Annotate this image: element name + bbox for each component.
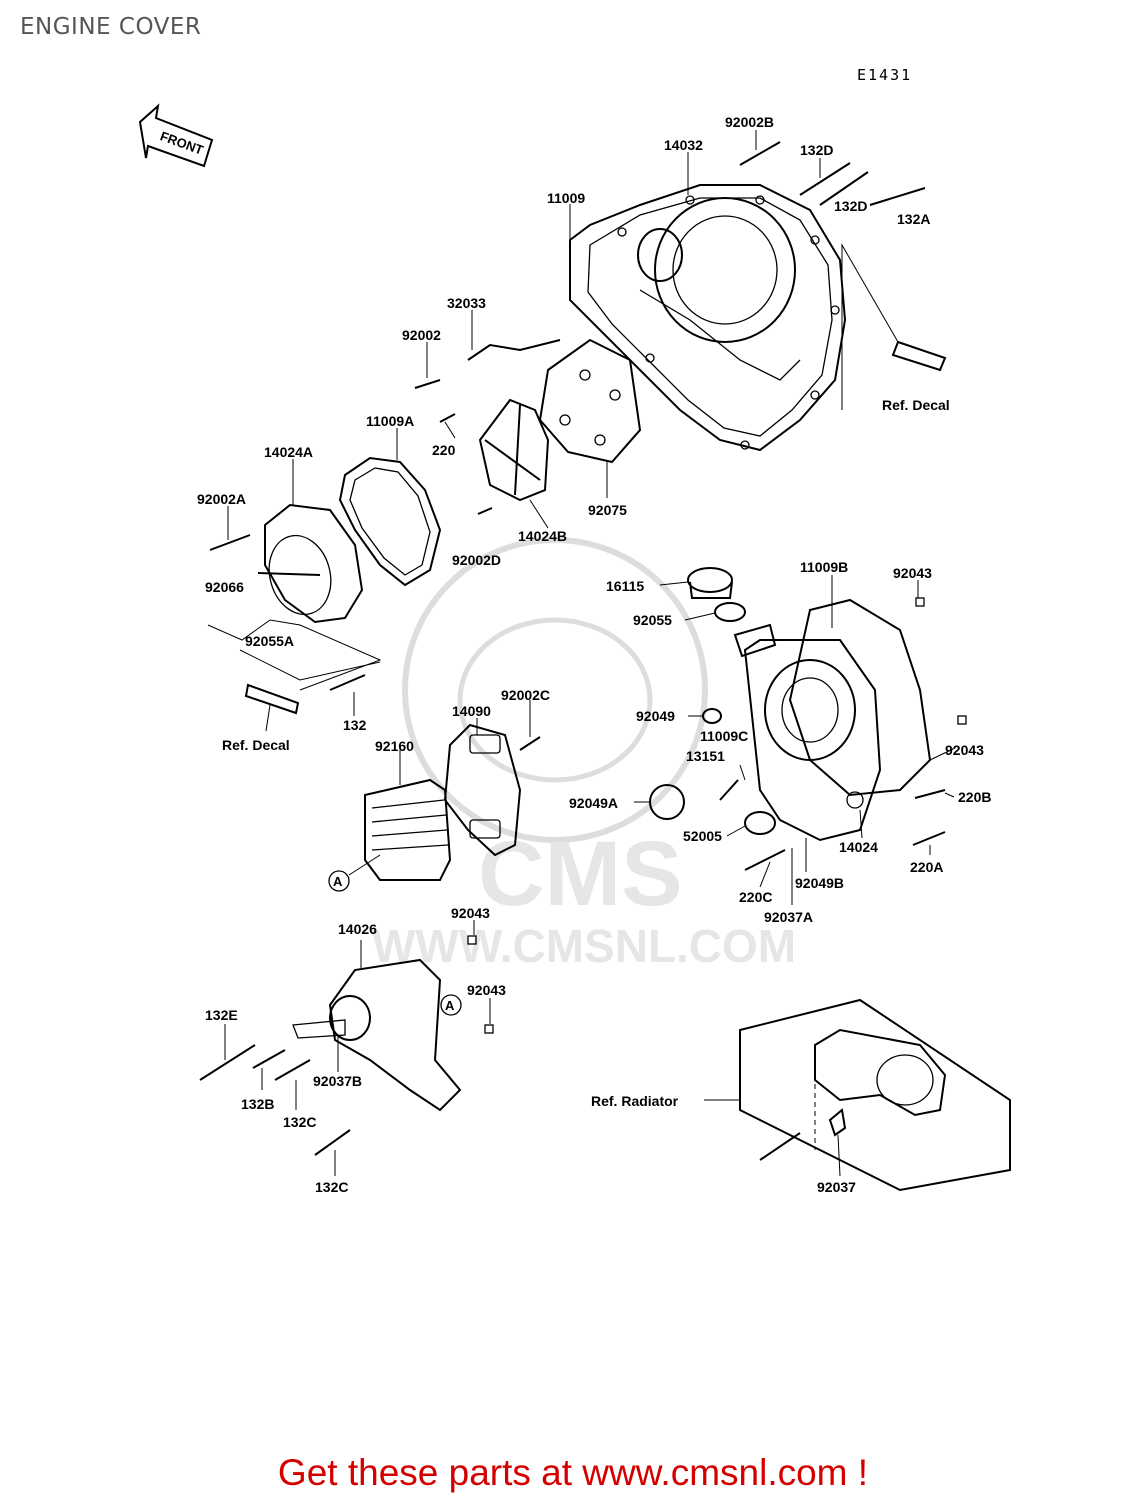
watermark: CMS WWW.CMSNL.COM bbox=[372, 537, 796, 972]
right-cover-14024 bbox=[733, 598, 932, 842]
callout-labels: 92002B 14032 132D 132D 132A 11009 32033 … bbox=[197, 114, 991, 1195]
callout-132C-b: 132C bbox=[315, 1179, 348, 1195]
callout-92043-a: 92043 bbox=[893, 565, 932, 581]
callout-92002B: 92002B bbox=[725, 114, 774, 130]
callout-32033: 32033 bbox=[447, 295, 486, 311]
watermark-url: WWW.CMSNL.COM bbox=[372, 920, 796, 972]
finned-cover-92160 bbox=[364, 778, 452, 881]
callout-ref-decal-top: Ref. Decal bbox=[882, 397, 950, 413]
callout-132E: 132E bbox=[205, 1007, 238, 1023]
seal-52005 bbox=[744, 811, 776, 835]
front-arrow: FRONT bbox=[138, 103, 214, 168]
callout-92055: 92055 bbox=[633, 612, 672, 628]
decal-top bbox=[841, 243, 947, 410]
callout-92002D: 92002D bbox=[452, 552, 501, 568]
o-ring-92055 bbox=[714, 602, 746, 622]
callout-132D-top: 132D bbox=[800, 142, 833, 158]
watermark-logo-text: CMS bbox=[478, 823, 682, 925]
diagram-code: E1431 bbox=[857, 66, 913, 84]
callout-14024B: 14024B bbox=[518, 528, 567, 544]
page-title: ENGINE COVER bbox=[20, 14, 202, 40]
callout-14032: 14032 bbox=[664, 137, 703, 153]
callout-220B: 220B bbox=[958, 789, 991, 805]
cover-14090 bbox=[443, 723, 522, 857]
callout-11009: 11009 bbox=[547, 190, 585, 206]
clutch-cover-11009 bbox=[569, 184, 847, 452]
leader-lines bbox=[207, 130, 956, 1177]
callout-11009A: 11009A bbox=[366, 413, 414, 429]
callout-132B: 132B bbox=[241, 1096, 274, 1112]
water-pump bbox=[739, 998, 1011, 1192]
callout-14026: 14026 bbox=[338, 921, 377, 937]
callout-92043-d: 92043 bbox=[467, 982, 506, 998]
callout-ref-decal-left: Ref. Decal bbox=[222, 737, 290, 753]
callout-92160: 92160 bbox=[375, 738, 414, 754]
callout-92075: 92075 bbox=[588, 502, 627, 518]
callout-11009C: 11009C bbox=[700, 728, 748, 744]
svg-text:A: A bbox=[445, 998, 455, 1013]
marker-a1: A bbox=[328, 870, 350, 892]
watermark-logo-head bbox=[402, 537, 708, 843]
oil-cap-16115 bbox=[687, 567, 733, 599]
callout-132: 132 bbox=[343, 717, 367, 733]
callout-92043-c: 92043 bbox=[451, 905, 490, 921]
callout-92055A: 92055A bbox=[245, 633, 294, 649]
wire-32033 bbox=[467, 339, 561, 361]
bolts bbox=[199, 141, 967, 1156]
decal-left bbox=[244, 683, 300, 715]
sprocket-cover-14026 bbox=[292, 958, 462, 1112]
callout-92002: 92002 bbox=[402, 327, 441, 343]
callout-92049: 92049 bbox=[636, 708, 675, 724]
callout-132A: 132A bbox=[897, 211, 930, 227]
cover-14024A bbox=[257, 503, 364, 624]
callout-92037B: 92037B bbox=[313, 1073, 362, 1089]
callout-220A: 220A bbox=[910, 859, 943, 875]
callout-92002A: 92002A bbox=[197, 491, 246, 507]
callout-92043-b: 92043 bbox=[945, 742, 984, 758]
callout-220C: 220C bbox=[739, 889, 772, 905]
svg-text:A: A bbox=[333, 874, 343, 889]
callout-14090: 14090 bbox=[452, 703, 491, 719]
callout-92037A: 92037A bbox=[764, 909, 813, 925]
callout-13151: 13151 bbox=[686, 748, 725, 764]
callout-92049B: 92049B bbox=[795, 875, 844, 891]
footer-cta-link[interactable]: Get these parts at www.cmsnl.com ! bbox=[277, 1452, 869, 1493]
callout-92049A: 92049A bbox=[569, 795, 618, 811]
cover-14024B bbox=[478, 398, 550, 502]
callout-14024A: 14024A bbox=[264, 444, 313, 460]
watermark-logo-face bbox=[457, 617, 653, 783]
callout-ref-radiator: Ref. Radiator bbox=[591, 1093, 679, 1109]
callout-14024: 14024 bbox=[839, 839, 878, 855]
marker-a2: A bbox=[440, 994, 462, 1016]
callout-132C-a: 132C bbox=[283, 1114, 316, 1130]
callout-220: 220 bbox=[432, 442, 456, 458]
callout-11009B: 11009B bbox=[800, 559, 848, 575]
callout-52005: 52005 bbox=[683, 828, 722, 844]
gasket-92075 bbox=[538, 338, 642, 464]
callout-92066: 92066 bbox=[205, 579, 244, 595]
callout-92002C: 92002C bbox=[501, 687, 550, 703]
parts-diagram: CMS WWW.CMSNL.COM FRONT bbox=[138, 103, 1011, 1195]
seal-92049 bbox=[702, 708, 722, 724]
callout-16115: 16115 bbox=[606, 578, 644, 594]
gasket-11009A bbox=[338, 456, 442, 587]
front-arrow-label: FRONT bbox=[158, 128, 205, 157]
callout-132D-mid: 132D bbox=[834, 198, 867, 214]
callout-92037: 92037 bbox=[817, 1179, 856, 1195]
